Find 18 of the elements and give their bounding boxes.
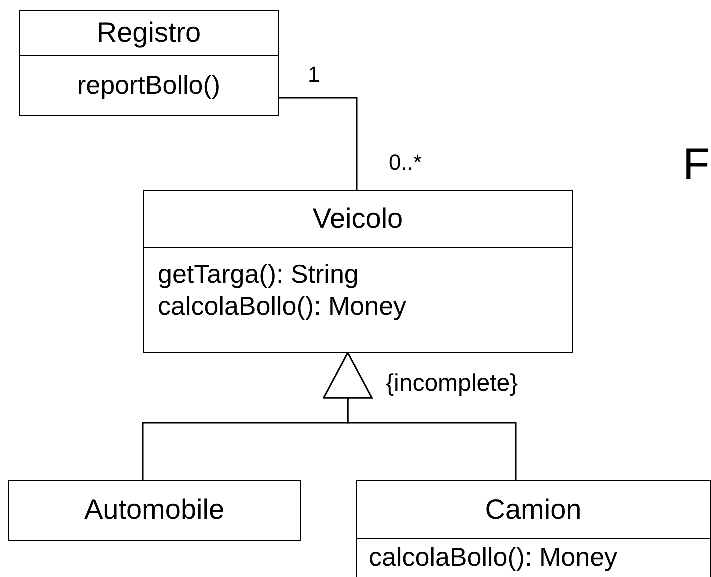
method-text: reportBollo() (76, 69, 222, 102)
class-box (8, 480, 301, 541)
class-box (143, 190, 573, 353)
constraint-label: {incomplete} (386, 370, 518, 398)
multiplicity-label: 1 (308, 62, 320, 88)
class-name: Registro (20, 11, 278, 56)
method-text: calcolaBollo(): Money (368, 541, 619, 573)
class-name: Automobile (83, 493, 226, 527)
method-text: getTarga(): String (157, 258, 360, 290)
cropped-text: F (683, 140, 710, 190)
class-box (19, 10, 279, 116)
association-line (279, 97, 358, 190)
class-name: Veicolo (144, 191, 572, 248)
method-text: calcolaBollo(): Money (157, 290, 408, 322)
generalization-arrow (323, 352, 517, 480)
class-box (356, 480, 711, 577)
multiplicity-label: 0..* (389, 150, 422, 176)
class-name: Camion (357, 481, 710, 539)
